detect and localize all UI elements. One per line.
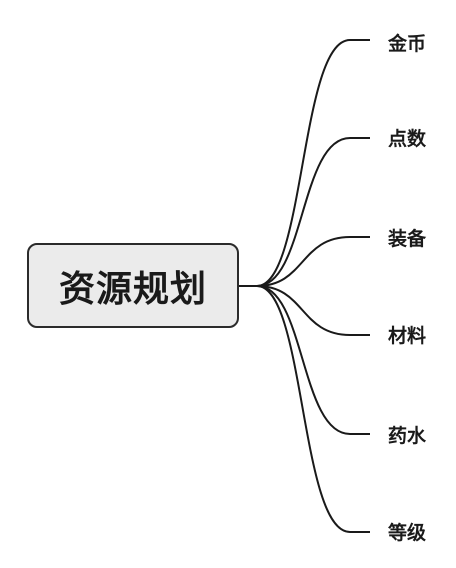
branch-points[interactable]: 点数 bbox=[388, 128, 427, 150]
connector-potions bbox=[256, 285, 370, 435]
branch-gold[interactable]: 金币 bbox=[388, 33, 427, 55]
branch-level[interactable]: 等级 bbox=[388, 522, 427, 544]
connector-points bbox=[256, 137, 370, 287]
connector-materials bbox=[256, 285, 370, 336]
connector-equipment bbox=[256, 236, 370, 287]
connector-level bbox=[256, 285, 370, 533]
branch-potions[interactable]: 药水 bbox=[388, 425, 427, 447]
root-node[interactable]: 资源规划 bbox=[27, 243, 239, 328]
branch-materials[interactable]: 材料 bbox=[388, 325, 427, 347]
branch-equipment[interactable]: 装备 bbox=[388, 228, 427, 250]
root-label: 资源规划 bbox=[58, 268, 207, 310]
connector-gold bbox=[256, 39, 370, 287]
